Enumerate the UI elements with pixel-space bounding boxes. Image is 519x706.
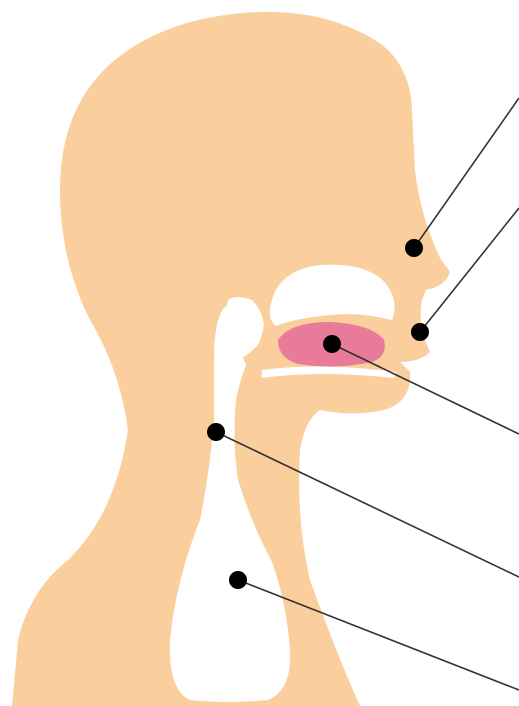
pharynx-marker[interactable]: [207, 423, 225, 441]
tongue-marker[interactable]: [323, 335, 341, 353]
esophagus-marker[interactable]: [229, 571, 247, 589]
lips-marker[interactable]: [411, 323, 429, 341]
nose-leader-line: [414, 98, 519, 248]
nose-marker[interactable]: [405, 239, 423, 257]
